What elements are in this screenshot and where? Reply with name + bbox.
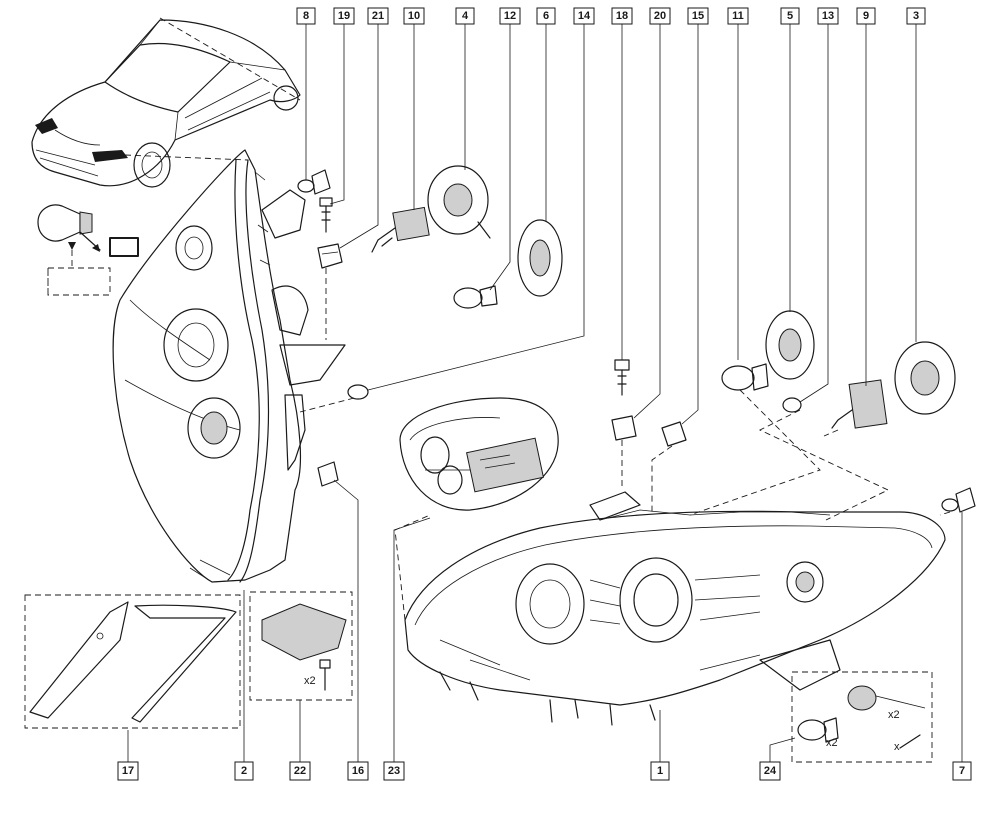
callout-8: 8 <box>296 7 316 25</box>
callout-13: 13 <box>817 7 839 25</box>
svg-text:23: 23 <box>388 765 400 777</box>
svg-text:24: 24 <box>764 765 777 777</box>
callout-19: 19 <box>333 7 355 25</box>
svg-text:15: 15 <box>692 10 704 22</box>
bulb-11 <box>721 363 769 391</box>
callout-22: 22 <box>289 761 311 781</box>
svg-text:4: 4 <box>462 10 469 22</box>
clip-15 <box>661 421 687 447</box>
cover-cap-6 <box>517 219 563 297</box>
svg-text:14: 14 <box>578 10 591 22</box>
bulb-holder-8 <box>297 169 331 195</box>
clip-21 <box>317 243 343 269</box>
kit-bulb-qty: x2 <box>826 737 838 749</box>
svg-text:12: 12 <box>504 10 516 22</box>
bulb-holder-kit-24 <box>791 671 933 763</box>
callout-14: 14 <box>573 7 595 25</box>
callout-10: 10 <box>403 7 425 25</box>
bulb-cluster-23 <box>399 397 559 511</box>
callout-20: 20 <box>649 7 671 25</box>
bulb-location-sketch <box>37 204 139 296</box>
callout-5: 5 <box>780 7 800 25</box>
ballast-screw-qty: x2 <box>304 675 316 687</box>
cover-cap-3 <box>894 341 956 415</box>
svg-text:9: 9 <box>863 10 869 22</box>
bulb-holder-7 <box>941 487 976 513</box>
callout-21: 21 <box>367 7 389 25</box>
callout-9: 9 <box>856 7 876 25</box>
cover-cap-5 <box>765 310 815 380</box>
bulb-13 <box>782 397 802 413</box>
kit-holder-qty: x2 <box>888 709 900 721</box>
svg-text:18: 18 <box>616 10 628 22</box>
svg-text:2: 2 <box>241 765 247 777</box>
headlamp-side-view <box>112 149 346 583</box>
cover-cap-4 <box>427 165 491 239</box>
bulb-12 <box>453 285 498 309</box>
callout-3: 3 <box>906 7 926 25</box>
svg-text:5: 5 <box>787 10 793 22</box>
svg-text:21: 21 <box>372 10 384 22</box>
car-location-thumbnail <box>31 17 301 188</box>
svg-text:13: 13 <box>822 10 834 22</box>
callout-17: 17 <box>117 761 139 781</box>
ballast-kit-22 <box>249 591 353 701</box>
svg-text:1: 1 <box>657 765 663 777</box>
callout-1: 1 <box>650 761 670 781</box>
svg-text:22: 22 <box>294 765 306 777</box>
callout-11: 11 <box>727 7 749 25</box>
callout-7: 7 <box>952 761 972 781</box>
kit-screw-qty: x <box>894 741 900 753</box>
callout-12: 12 <box>499 7 521 25</box>
svg-text:17: 17 <box>122 765 134 777</box>
svg-text:11: 11 <box>732 10 744 22</box>
leader-lines <box>127 24 963 762</box>
xenon-bulb-9 <box>831 379 888 429</box>
clip-16 <box>317 461 339 487</box>
headlamp-main-assembly <box>394 491 946 726</box>
svg-text:7: 7 <box>959 765 965 777</box>
svg-text:3: 3 <box>913 10 919 22</box>
callout-16: 16 <box>347 761 369 781</box>
callout-23: 23 <box>383 761 405 781</box>
xenon-bulb-10 <box>371 206 430 253</box>
trim-strip-kit-17 <box>24 594 241 729</box>
svg-text:16: 16 <box>352 765 364 777</box>
screw-19 <box>319 197 333 233</box>
callout-18: 18 <box>611 7 633 25</box>
callout-24: 24 <box>759 761 781 781</box>
callout-15: 15 <box>687 7 709 25</box>
callout-2: 2 <box>234 761 254 781</box>
callout-4: 4 <box>455 7 475 25</box>
svg-text:10: 10 <box>408 10 420 22</box>
callout-6: 6 <box>536 7 556 25</box>
svg-text:19: 19 <box>338 10 350 22</box>
svg-text:20: 20 <box>654 10 666 22</box>
svg-text:6: 6 <box>543 10 549 22</box>
svg-text:8: 8 <box>303 10 309 22</box>
clip-20 <box>611 415 637 441</box>
bulb-14 <box>347 384 369 400</box>
screw-18 <box>614 359 630 396</box>
